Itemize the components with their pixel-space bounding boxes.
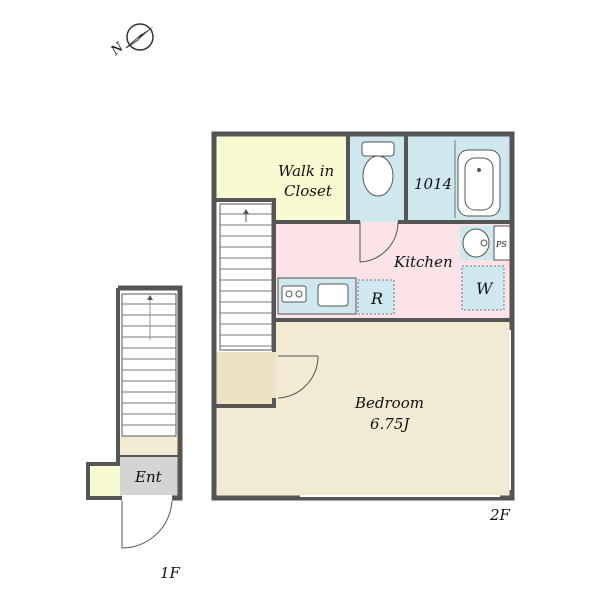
stair-landing-2f bbox=[216, 352, 276, 406]
ps-label: PS bbox=[495, 240, 507, 249]
north-arrow-icon: N bbox=[108, 23, 154, 59]
bedroom-lower-area bbox=[216, 406, 276, 496]
bedroom-area bbox=[276, 320, 510, 496]
fridge-label: R bbox=[370, 289, 383, 308]
staircase-2f bbox=[219, 203, 273, 351]
ps-shaft: PS bbox=[493, 225, 511, 261]
entrance-label: Ent bbox=[134, 468, 163, 486]
wash-basin bbox=[460, 226, 494, 260]
bedroom-label-2: 6.75J bbox=[370, 415, 410, 433]
shoe-closet bbox=[90, 464, 120, 496]
north-label: N bbox=[108, 39, 128, 59]
bath-label: 1014 bbox=[414, 175, 452, 193]
floor-2f-label: 2F bbox=[489, 506, 511, 524]
floor-1f-label: 1F bbox=[160, 564, 181, 582]
toilet-fixture bbox=[361, 141, 395, 197]
bedroom-door bbox=[277, 355, 319, 399]
entrance-area bbox=[120, 456, 180, 496]
toilet-door bbox=[359, 221, 399, 263]
fridge-space: R bbox=[357, 279, 395, 315]
washer-space: W bbox=[461, 265, 505, 311]
bedroom-label-1: Bedroom bbox=[354, 394, 424, 412]
kitchen-label: Kitchen bbox=[393, 253, 453, 271]
walk-in-closet-label-2: Closet bbox=[284, 182, 333, 200]
washer-label: W bbox=[476, 279, 494, 298]
walls-2f bbox=[211, 131, 515, 501]
walk-in-closet-label-1: Walk in bbox=[278, 162, 334, 180]
walls-1f bbox=[86, 285, 183, 501]
entrance-door bbox=[121, 499, 173, 549]
stove-counter bbox=[277, 277, 357, 315]
staircase-1f bbox=[118, 290, 180, 460]
bathtub bbox=[457, 149, 501, 217]
